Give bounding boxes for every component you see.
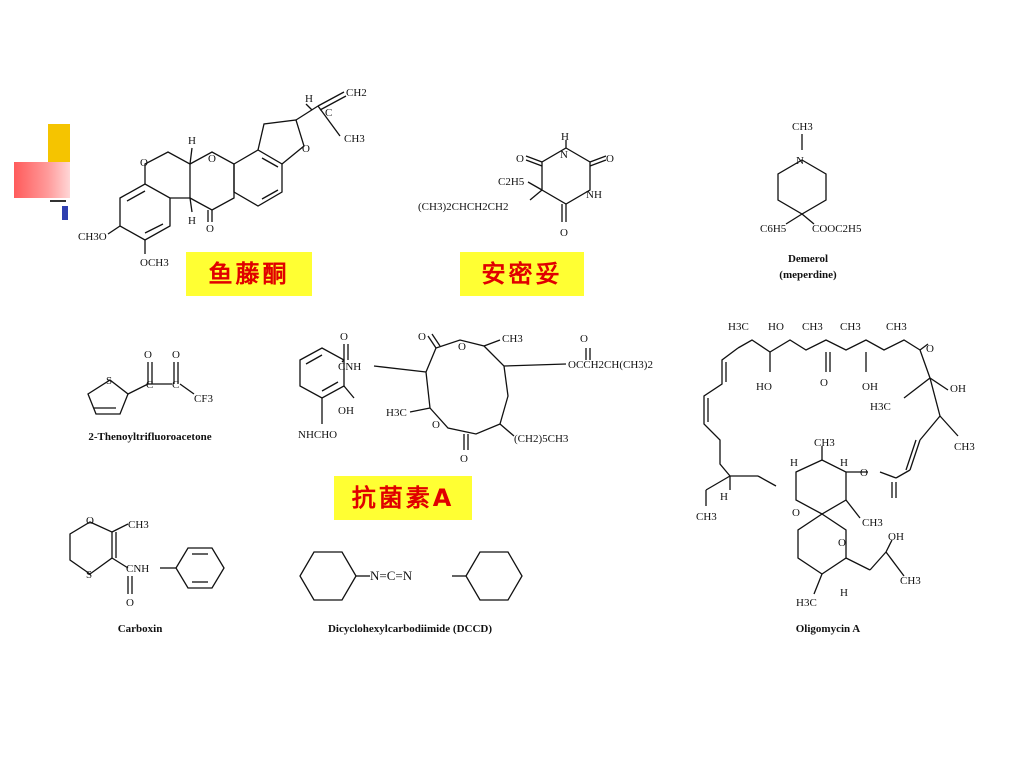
amytal-atom: NH — [586, 189, 602, 201]
carboxin-caption: Carboxin — [118, 623, 163, 635]
antimycin-atom: O — [432, 419, 440, 431]
rotenone-atom: CH2 — [346, 87, 367, 99]
oligomycin-atom: H — [790, 457, 798, 469]
amytal-atom: O — [560, 227, 568, 239]
rotenone-atom: H — [188, 135, 196, 147]
carboxin-atom: CH3 — [128, 519, 149, 531]
decor-yellow-bar — [48, 124, 70, 168]
antimycin-atom: OCCH2CH(CH3)2 — [568, 359, 653, 371]
ttfa-atom: C — [146, 379, 153, 391]
rotenone-atom: O — [302, 143, 310, 155]
decor-line — [50, 200, 66, 202]
oligomycin-atom: OH — [950, 383, 966, 395]
demerol-atom: COOC2H5 — [812, 223, 862, 235]
oligomycin-atom: O — [860, 467, 868, 479]
carboxin-atom: CNH — [126, 563, 149, 575]
antimycin-atom: O — [458, 341, 466, 353]
oligomycin-atom: H3C — [728, 321, 749, 333]
oligomycin-structure: H3C HO CH3 CH3 CH3 O HO O OH H3C OH CH3 … — [696, 321, 975, 635]
oligomycin-atom: H — [720, 491, 728, 503]
ttfa-atom: S — [106, 375, 112, 387]
carboxin-atom: O — [86, 515, 94, 527]
carboxin-atom: S — [86, 569, 92, 581]
rotenone-atom: CH3O — [78, 231, 107, 243]
oligomycin-atom: CH3 — [954, 441, 975, 453]
carboxin-atom: O — [126, 597, 134, 609]
oligomycin-atom: HO — [768, 321, 784, 333]
antimycin-atom: H3C — [386, 407, 407, 419]
carboxin-structure: O CH3 S CNH O Carboxin — [69, 515, 225, 635]
rotenone-atom: OCH3 — [140, 257, 169, 269]
antimycin-structure: O CNH O O CH3 O OCCH2CH(CH3)2 OH H3C O (… — [298, 331, 653, 465]
demerol-subcaption: (meperdine) — [779, 269, 837, 281]
amytal-label: 安密妥 — [460, 252, 584, 296]
antimycin-atom: O — [580, 333, 588, 345]
rotenone-atom: O — [208, 153, 216, 165]
decor-red-bar — [14, 162, 70, 198]
ttfa-atom: C — [172, 379, 179, 391]
demerol-atom: C6H5 — [760, 223, 787, 235]
oligomycin-atom: H — [840, 587, 848, 599]
oligomycin-atom: OH — [888, 531, 904, 543]
oligomycin-atom: O — [838, 537, 846, 549]
oligomycin-atom: O — [820, 377, 828, 389]
decor-blue-square — [62, 206, 68, 220]
oligomycin-atom: H3C — [870, 401, 891, 413]
amytal-atom: O — [606, 153, 614, 165]
oligomycin-atom: H3C — [796, 597, 817, 609]
rotenone-atom: O — [140, 157, 148, 169]
oligomycin-atom: O — [792, 507, 800, 519]
rotenone-atom: H — [188, 215, 196, 227]
amytal-atom: (CH3)2CHCH2CH2 — [418, 201, 508, 213]
rotenone-structure: H CH2 C CH3 O O H O H O CH3O OCH3 — [78, 87, 367, 269]
antimycin-atom: NHCHO — [298, 429, 337, 441]
antimycin-atom: CH3 — [502, 333, 523, 345]
antimycin-atom: OH — [338, 405, 354, 417]
dccd-structure: N=C=N Dicyclohexylcarbodiimide (DCCD) — [299, 551, 523, 635]
oligomycin-atom: CH3 — [840, 321, 861, 333]
ttfa-atom: O — [144, 349, 152, 361]
rotenone-atom: H — [305, 93, 313, 105]
amytal-structure: H O N O C2H5 NH (CH3)2CHCH2CH2 O — [418, 131, 614, 239]
oligomycin-atom: HO — [756, 381, 772, 393]
antimycin-atom: O — [418, 331, 426, 343]
ttfa-atom: O — [172, 349, 180, 361]
amytal-atom: H — [561, 131, 569, 143]
oligomycin-atom: H — [840, 457, 848, 469]
oligomycin-atom: OH — [862, 381, 878, 393]
demerol-atom: N — [796, 155, 804, 167]
antimycin-atom: O — [340, 331, 348, 343]
oligomycin-atom: CH3 — [862, 517, 883, 529]
oligomycin-atom: CH3 — [886, 321, 907, 333]
oligomycin-atom: CH3 — [696, 511, 717, 523]
oligomycin-caption: Oligomycin A — [796, 623, 861, 635]
antimycin-atom: CNH — [338, 361, 361, 373]
ttfa-caption: 2-Thenoyltrifluoroacetone — [88, 431, 211, 443]
dccd-caption: Dicyclohexylcarbodiimide (DCCD) — [328, 623, 492, 635]
ttfa-structure: O O S C C CF3 2-Thenoyltrifluoroacetone — [87, 349, 213, 443]
oligomycin-atom: CH3 — [802, 321, 823, 333]
demerol-atom: CH3 — [792, 121, 813, 133]
oligomycin-atom: O — [926, 343, 934, 355]
dccd-atom: N=C=N — [370, 568, 413, 583]
rotenone-label: 鱼藤酮 — [186, 252, 312, 296]
rotenone-atom: C — [325, 107, 332, 119]
antimycin-atom: O — [460, 453, 468, 465]
oligomycin-atom: CH3 — [814, 437, 835, 449]
antimycin-atom: (CH2)5CH3 — [514, 433, 569, 445]
amytal-atom: C2H5 — [498, 176, 525, 188]
demerol-structure: CH3 N C6H5 COOC2H5 Demerol (meperdine) — [760, 121, 862, 281]
oligomycin-atom: CH3 — [900, 575, 921, 587]
ttfa-atom: CF3 — [194, 393, 213, 405]
amytal-atom: O — [516, 153, 524, 165]
demerol-caption: Demerol — [788, 253, 828, 265]
rotenone-atom: O — [206, 223, 214, 235]
amytal-atom: N — [560, 149, 568, 161]
antimycin-label: 抗菌素A — [334, 476, 472, 520]
rotenone-atom: CH3 — [344, 133, 365, 145]
